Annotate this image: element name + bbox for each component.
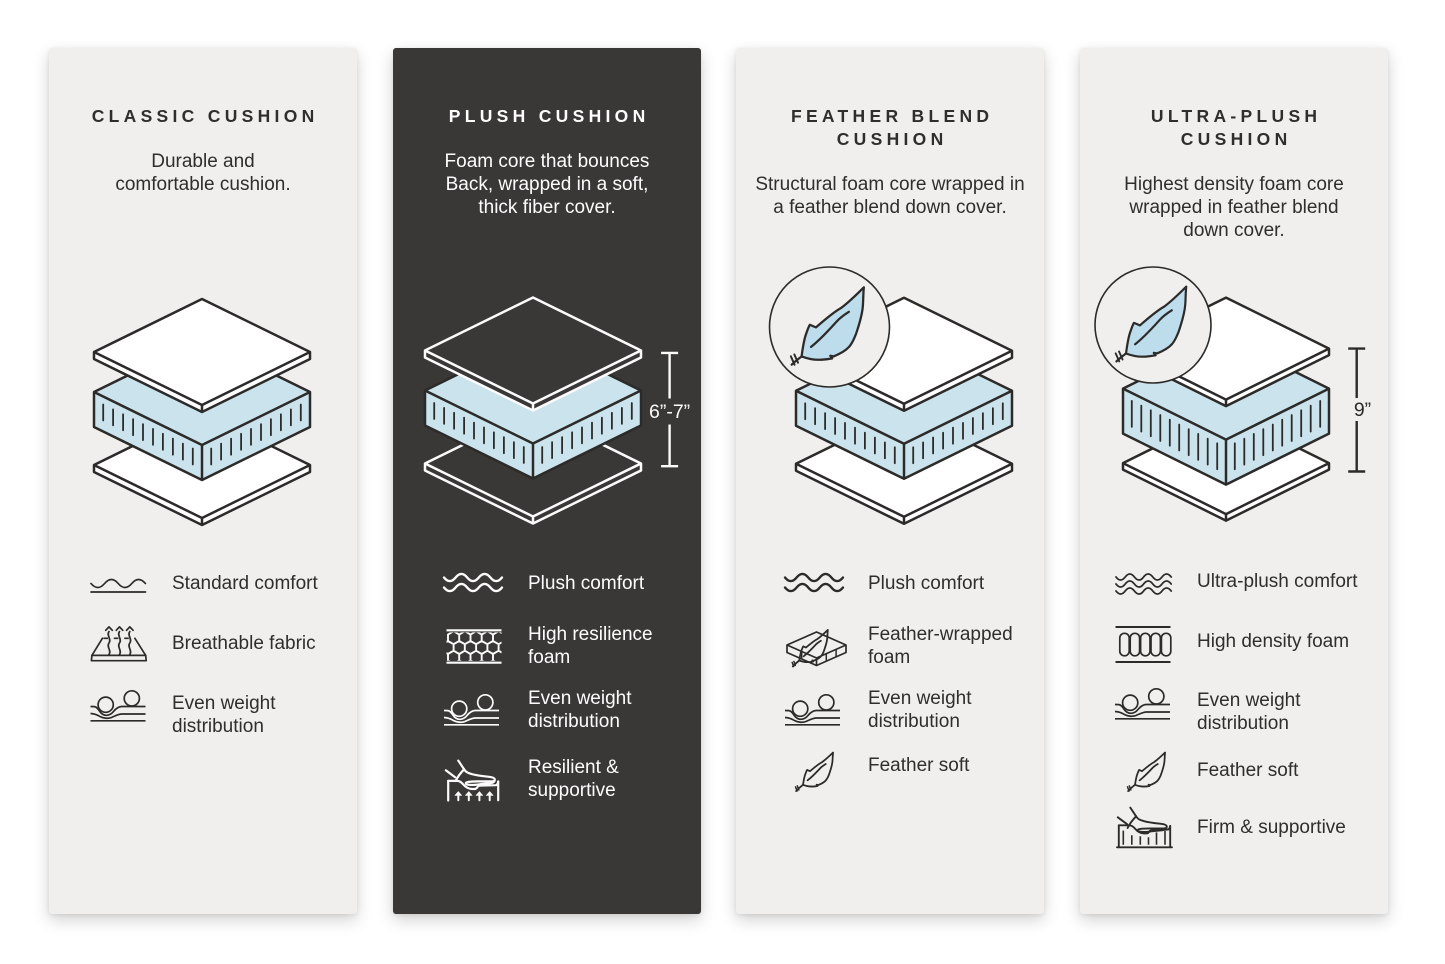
svg-text:9”: 9” — [1354, 399, 1371, 421]
svg-text:6”-7”: 6”-7” — [649, 401, 690, 423]
